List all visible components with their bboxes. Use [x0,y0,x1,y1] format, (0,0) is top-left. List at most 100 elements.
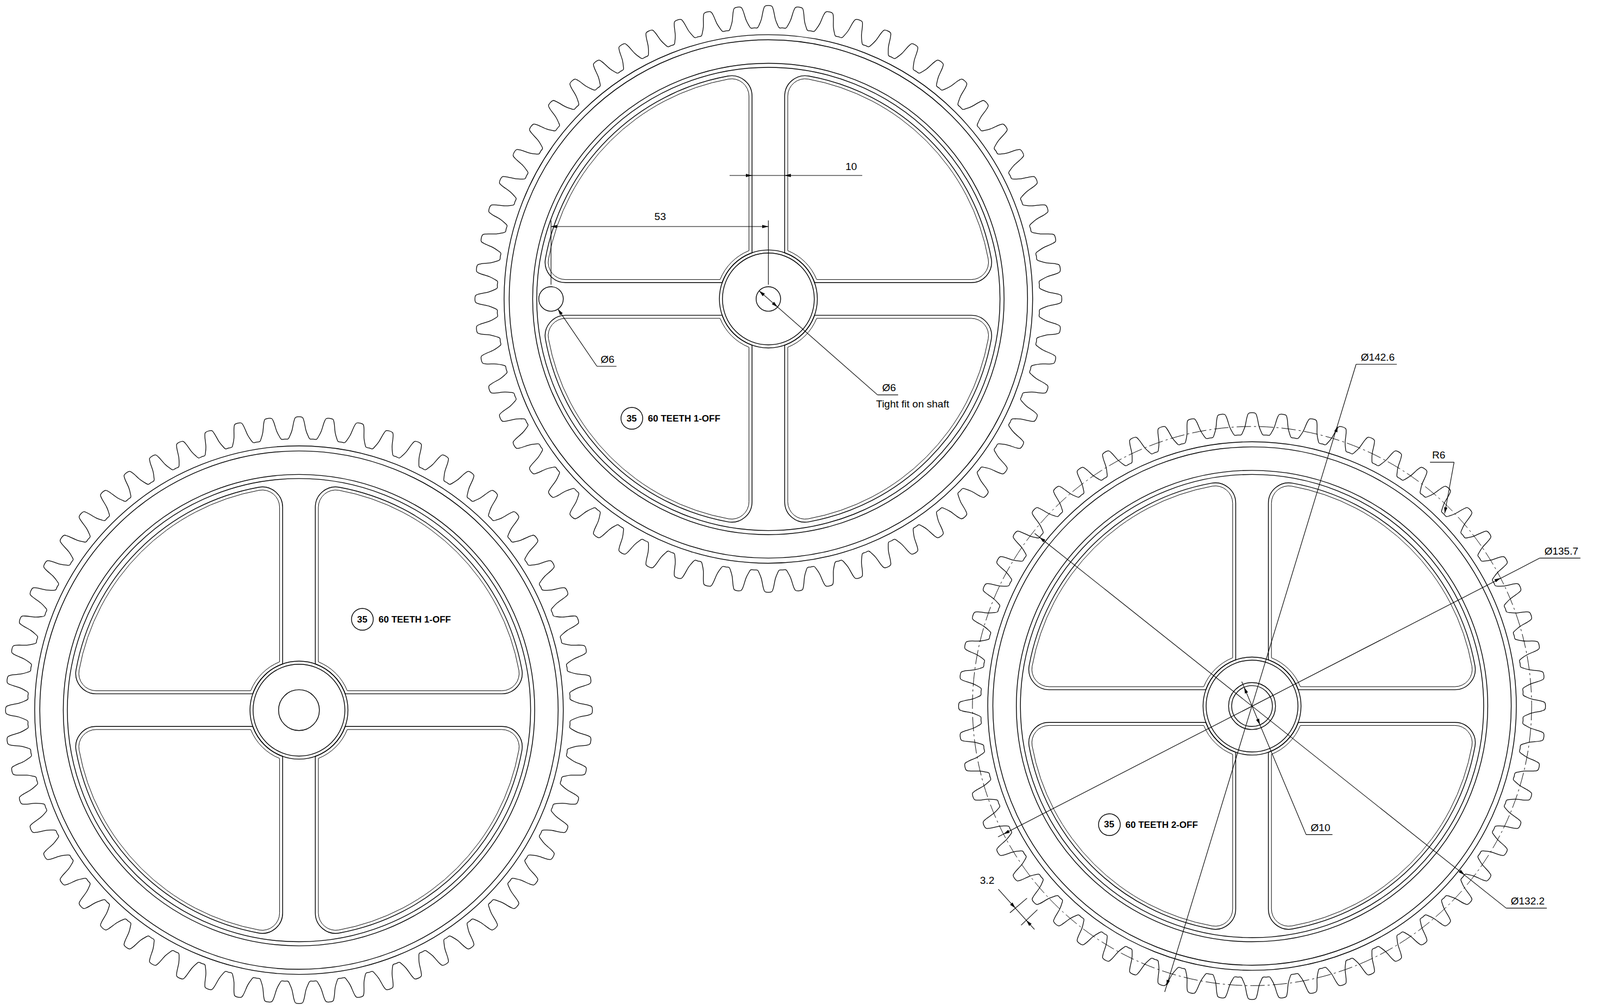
dimension-line [998,557,1540,837]
window-outline [1028,722,1236,930]
lightening-window [1268,482,1476,690]
spur-gear [5,416,593,1004]
arrowhead [762,224,769,229]
dimension-text: Ø135.7 [1544,546,1579,557]
window-fillet-edge [1271,485,1473,687]
rim-circle [67,478,531,943]
leader-shoulder [1429,461,1454,463]
callout-balloon: 3560 TEETH 2-OFF [1097,813,1121,837]
callout-number: 35 [1103,819,1115,830]
callout-number: 35 [356,615,368,625]
dimension-line [998,889,1035,930]
rim-circle [536,67,1001,531]
rim-circle [509,39,1028,558]
spur-gear [958,412,1546,1000]
window-outline [784,75,992,283]
window-outline [315,726,523,934]
extension-line [768,220,769,285]
lightening-window [784,315,992,523]
lightening-window [315,486,523,694]
dimension-text: R6 [1431,449,1446,461]
arrowhead [1494,578,1501,583]
dimension-text: Ø132.2 [1510,895,1546,907]
dimension-text: Ø142.6 [1360,352,1396,363]
lightening-window [1028,482,1236,690]
gear-teeth [5,416,593,1004]
arrowhead [1026,920,1032,926]
dimension-text: Ø6 [599,354,615,365]
window-outline [75,486,283,694]
balloon-outline [1098,813,1121,836]
gear-teeth [474,5,1062,593]
hub-circle [249,661,348,759]
window-outline [1028,482,1236,690]
dimension-text: 3.2 [979,875,995,886]
window-fillet-edge [318,490,520,692]
dimension-text: 53 [654,211,667,222]
window-outline [784,315,992,523]
window-fillet-edge [548,78,750,280]
window-outline [1268,722,1476,930]
extension-line [550,220,552,285]
arrowhead [1334,425,1338,433]
arrowhead [1009,902,1016,908]
lightening-window [315,726,523,934]
arrowhead [1244,687,1248,694]
window-fillet-edge [318,729,520,931]
dimension-text: Tight fit on shaft [875,398,950,410]
rim-circle [992,447,1511,966]
balloon-outline [351,608,374,631]
lightening-window [75,726,283,934]
window-fillet-edge [1031,725,1233,927]
lightening-window [784,75,992,283]
leader-shoulder [1539,557,1581,559]
leader-line [758,290,878,395]
arrowhead [1003,830,1010,835]
arrowhead [1256,718,1260,726]
arrowhead [772,301,778,307]
leader-line [1444,462,1454,514]
arrowhead [1166,980,1170,987]
lightening-window [1268,722,1476,930]
dimension-text: Ø6 [881,382,897,393]
bore-hole [278,689,320,731]
part-note: 60 TEETH 2-OFF [1125,819,1199,830]
rim-circle [532,63,1005,535]
window-fillet-edge [548,318,750,520]
rim-circle [504,34,1033,564]
dimensions [550,173,1540,993]
balloon-outline [620,407,643,430]
leader-shoulder [1506,907,1547,909]
callout-number: 35 [626,413,637,424]
dimension-line [1034,533,1507,909]
window-outline [75,726,283,934]
dimension-line [550,226,769,227]
window-fillet-edge [787,318,989,520]
pitch-circle [972,426,1532,986]
leader-shoulder [1306,834,1333,836]
hub-circle [253,664,345,757]
arrowhead [550,224,557,229]
arrowhead [1458,869,1465,875]
rim-circle [39,450,558,970]
window-outline [544,315,752,523]
leader-shoulder [597,366,617,367]
pin-hole [538,286,564,312]
window-fillet-edge [1031,485,1233,687]
label-shoulders [597,364,1581,909]
arrowhead [784,173,791,178]
window-fillet-edge [78,490,280,692]
arrowhead [1039,537,1046,543]
arrowhead [1444,506,1448,514]
extension-line [1009,898,1027,913]
part-note: 60 TEETH 1-OFF [647,413,721,424]
rim-circle [63,474,535,946]
rim-circle [1016,470,1489,943]
dimension-text: 10 [844,161,858,172]
window-outline [544,75,752,283]
rim-circle [987,441,1517,971]
leader-shoulder [1356,364,1397,365]
arrowhead [745,173,752,178]
spur-gear [474,5,1062,593]
